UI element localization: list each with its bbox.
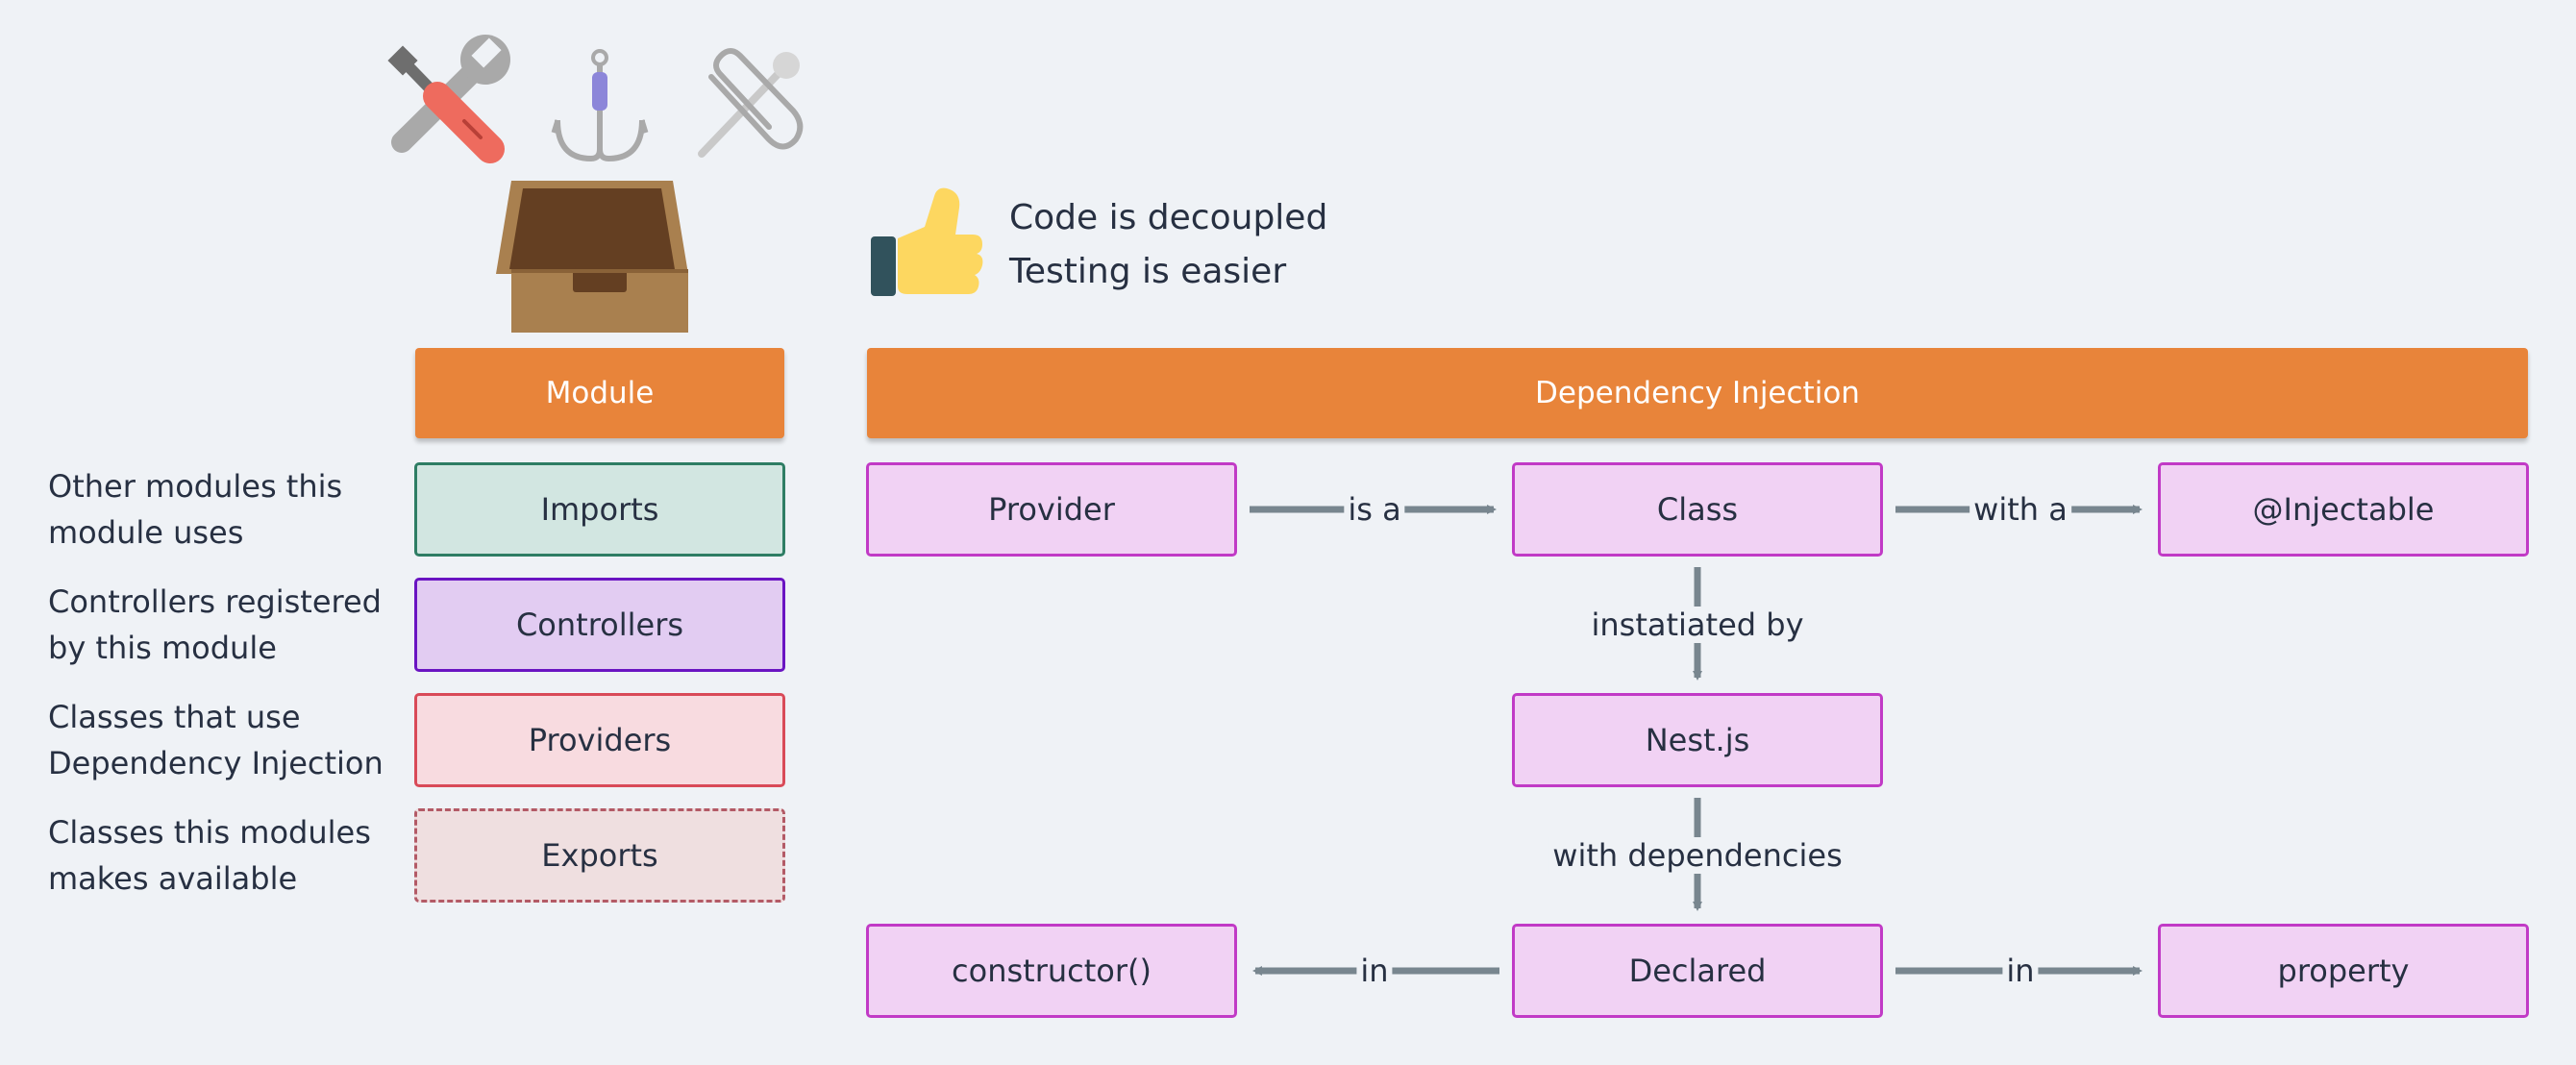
- edge-label-in-right: in: [2002, 953, 2039, 989]
- node-nestjs: Nest.js: [1512, 693, 1883, 787]
- inbox-tray-icon: [496, 181, 688, 333]
- paperclip-icon: [698, 48, 804, 158]
- hook-icon: [551, 49, 649, 162]
- node-class: Class: [1512, 462, 1883, 557]
- tools-icon: [387, 35, 510, 163]
- edge-label-with-dependencies: with dependencies: [1548, 837, 1846, 874]
- module-header: Module: [415, 348, 784, 438]
- di-header: Dependency Injection: [867, 348, 2528, 438]
- imports-description: Other modules this module uses: [48, 468, 343, 551]
- edge-label-with-a: with a: [1969, 491, 2071, 528]
- edge-label-in-left: in: [1356, 953, 1393, 989]
- node-declared: Declared: [1512, 924, 1883, 1018]
- module-imports: Imports: [414, 462, 785, 557]
- benefit-testing: Testing is easier: [1009, 252, 1287, 291]
- node-constructor: constructor(): [866, 924, 1237, 1018]
- node-injectable: @Injectable: [2158, 462, 2529, 557]
- node-property: property: [2158, 924, 2529, 1018]
- module-controllers: Controllers: [414, 578, 785, 672]
- benefit-decoupled: Code is decoupled: [1009, 198, 1328, 237]
- module-exports: Exports: [414, 808, 785, 903]
- module-providers: Providers: [414, 693, 785, 787]
- thumbs-up-icon: [871, 187, 983, 296]
- exports-description: Classes this modules makes available: [48, 814, 371, 897]
- providers-description: Classes that use Dependency Injection: [48, 699, 384, 781]
- controllers-description: Controllers registered by this module: [48, 583, 382, 666]
- node-provider: Provider: [866, 462, 1237, 557]
- edge-label-instatiated-by: instatiated by: [1587, 607, 1808, 643]
- edge-label-is-a: is a: [1344, 491, 1405, 528]
